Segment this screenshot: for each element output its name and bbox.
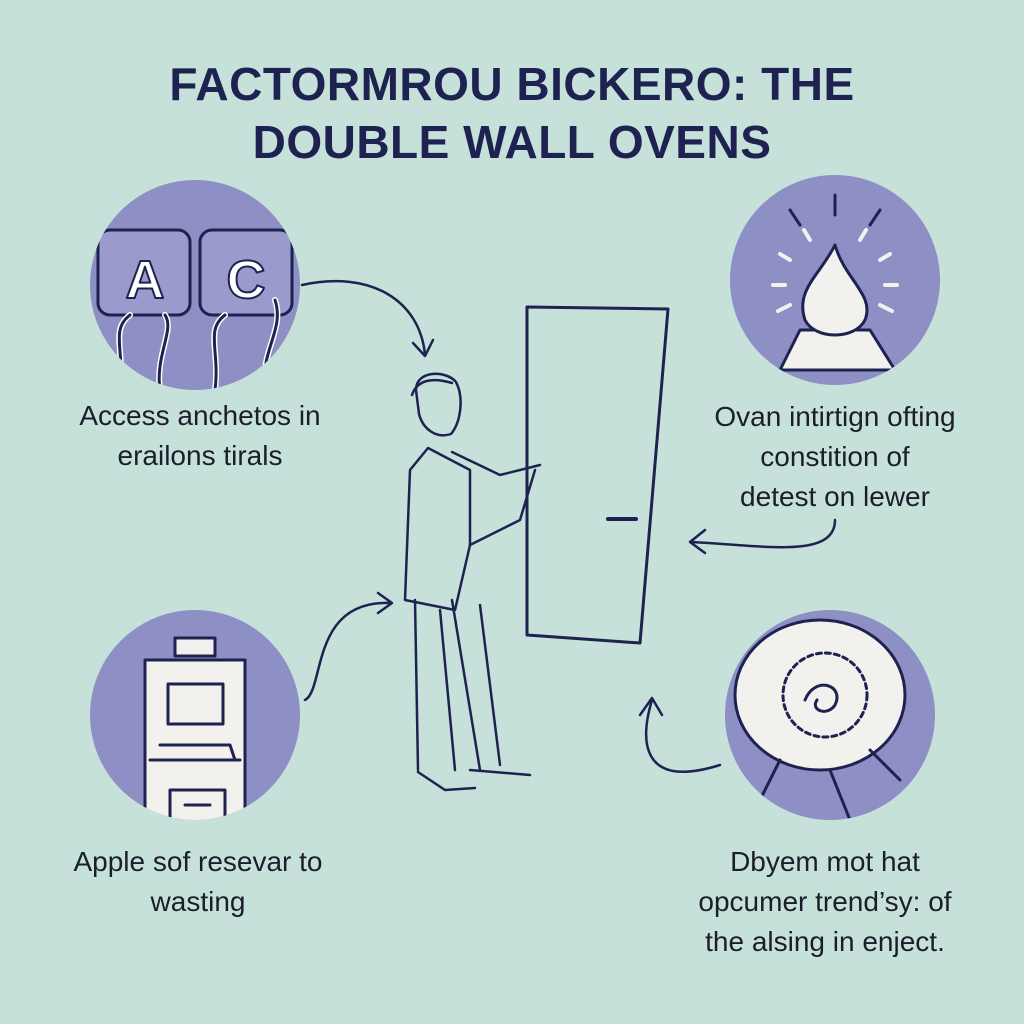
caption-line: detest on lewer [740, 481, 930, 512]
glowing-flame-icon [730, 175, 940, 385]
caption-top-left: Access anchetos in erailons tirals [0, 396, 400, 476]
person-figure [403, 372, 542, 792]
caption-top-right: Ovan intirtign ofting constition of dete… [635, 397, 1024, 517]
caption-bottom-right: Dbyem mot hat opcumer trend’sy: of the a… [625, 842, 1024, 962]
caption-line: constition of [760, 441, 910, 472]
door [525, 305, 670, 645]
title-line-2: DOUBLE WALL OVENS [252, 116, 772, 168]
keyboard-keys-icon: A C [90, 180, 300, 390]
caption-line: Access anchetos in [79, 400, 321, 431]
key-c: C [227, 250, 266, 310]
caption-line: erailons tirals [117, 440, 283, 471]
caption-line: Dbyem mot hat [730, 846, 920, 877]
caption-bottom-left: Apple sof resevar to wasting [0, 842, 396, 922]
caption-line: Apple sof resevar to [73, 846, 323, 877]
caption-line: opcumer trend’sy: of [698, 886, 952, 917]
swirl-pastry-icon [725, 610, 935, 820]
caption-line: the alsing in enject. [705, 926, 945, 957]
caption-line: Ovan intirtign ofting [714, 401, 956, 432]
page-title: FACTORMROU BICKERO: THE DOUBLE WALL OVEN… [0, 55, 1024, 171]
arrows [300, 280, 837, 773]
title-line-1: FACTORMROU BICKERO: THE [169, 58, 855, 110]
caption-line: wasting [150, 886, 246, 917]
oven-appliance-icon [90, 610, 300, 820]
key-a: A [126, 250, 165, 310]
